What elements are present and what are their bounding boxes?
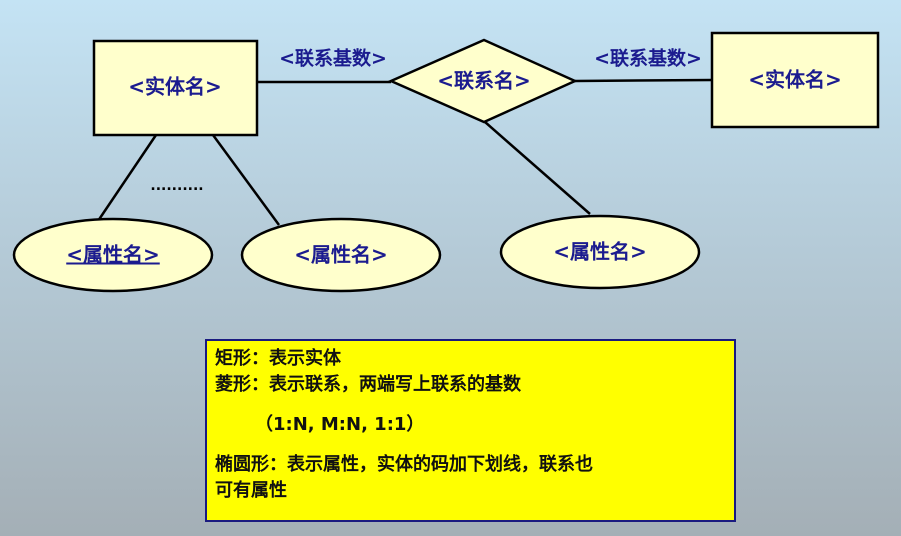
attribute-mid-ellipse — [240, 217, 442, 293]
legend-box: 矩形：表示实体 菱形：表示联系，两端写上联系的基数 （1:N, M:N, 1:1… — [205, 339, 736, 522]
attribute-key-ellipse — [12, 217, 214, 293]
relationship-diamond — [387, 38, 579, 124]
legend-line-ellipse-cont: 可有属性 — [215, 480, 287, 501]
attribute-mid-label: <属性名> — [294, 243, 388, 267]
edge-relationship-entity-right — [574, 78, 713, 83]
cardinality-right-label: <联系基数> — [594, 47, 702, 70]
relationship-label: <联系名> — [437, 69, 531, 93]
entity-left-rect — [92, 39, 259, 137]
legend-line-diamond: 菱形：表示联系，两端写上联系的基数 — [215, 374, 521, 395]
edge-entity-attr-key — [96, 134, 158, 222]
attribute-rel-label: <属性名> — [553, 240, 647, 264]
ellipsis-dots: .......... — [150, 178, 203, 194]
edge-relationship-attr — [484, 121, 591, 215]
cardinality-left-label: <联系基数> — [279, 47, 387, 70]
legend-line-rectangle: 矩形：表示实体 — [215, 348, 341, 369]
edge-entity-attr-mid — [211, 134, 281, 226]
legend-line-cardinality-types: （1:N, M:N, 1:1） — [255, 414, 425, 435]
entity-right-label: <实体名> — [748, 68, 842, 92]
legend-line-ellipse: 椭圆形：表示属性，实体的码加下划线，联系也 — [215, 454, 593, 475]
entity-right-rect — [710, 31, 880, 129]
entity-left-label: <实体名> — [128, 75, 222, 99]
attribute-rel-ellipse — [499, 214, 701, 290]
attribute-key-label: <属性名> — [66, 243, 160, 267]
